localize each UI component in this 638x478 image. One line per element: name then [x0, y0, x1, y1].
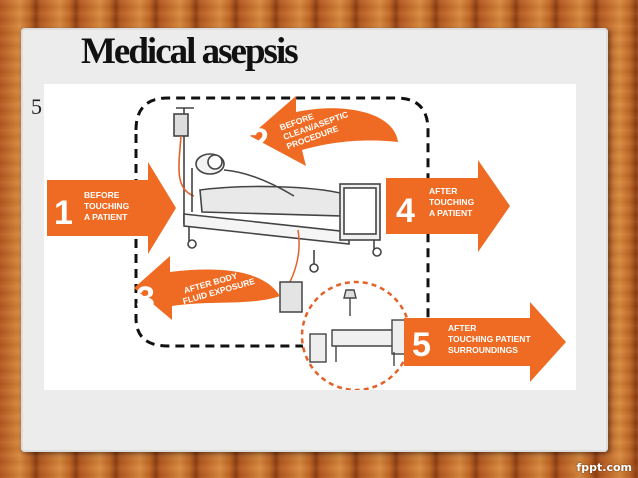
moment-4-line-2: TOUCHING: [429, 197, 475, 207]
moment-4-arrow: 4 AFTER TOUCHING A PATIENT: [386, 160, 510, 252]
moment-1-line-1: BEFORE: [84, 190, 120, 200]
bedside-illustration: [309, 289, 407, 366]
hospital-bed-illustration: [183, 153, 382, 273]
moment-1-arrow: 1 BEFORE TOUCHING A PATIENT: [47, 162, 176, 254]
slide-panel: Medical asepsis 5: [21, 28, 608, 452]
moment-2-arrow: 2 BEFORE CLEAN/ASEPTIC PROCEDURE: [250, 96, 398, 166]
moment-1-line-3: A PATIENT: [84, 212, 128, 222]
moment-5-line-1: AFTER: [448, 323, 476, 333]
bullet-number: 5: [31, 94, 42, 119]
watermark: fppt.com: [576, 461, 632, 474]
moment-2-number: 2: [250, 122, 269, 160]
moment-4-line-1: AFTER: [429, 186, 457, 196]
five-moments-diagram: 1 BEFORE TOUCHING A PATIENT 2 BEFORE CLE…: [44, 84, 576, 390]
moment-1-line-2: TOUCHING: [84, 201, 130, 211]
dashed-loop: [134, 96, 430, 348]
moment-5-line-3: SURROUNDINGS: [448, 345, 518, 355]
moment-3-arrow: 3 AFTER BODY FLUID EXPOSURE RISK: [134, 256, 280, 320]
moment-5-number: 5: [412, 326, 431, 364]
moment-4-number: 4: [396, 192, 415, 230]
moment-1-number: 1: [54, 194, 73, 232]
moment-5-line-2: TOUCHING PATIENT: [448, 334, 531, 344]
moment-3-number: 3: [136, 280, 155, 318]
iv-stand: [173, 107, 195, 224]
moment-5-arrow: 5 AFTER TOUCHING PATIENT SURROUNDINGS: [404, 302, 566, 382]
moment-4-line-3: A PATIENT: [429, 208, 473, 218]
slide-title: Medical asepsis: [81, 31, 299, 72]
drainage-bag: [279, 229, 303, 313]
